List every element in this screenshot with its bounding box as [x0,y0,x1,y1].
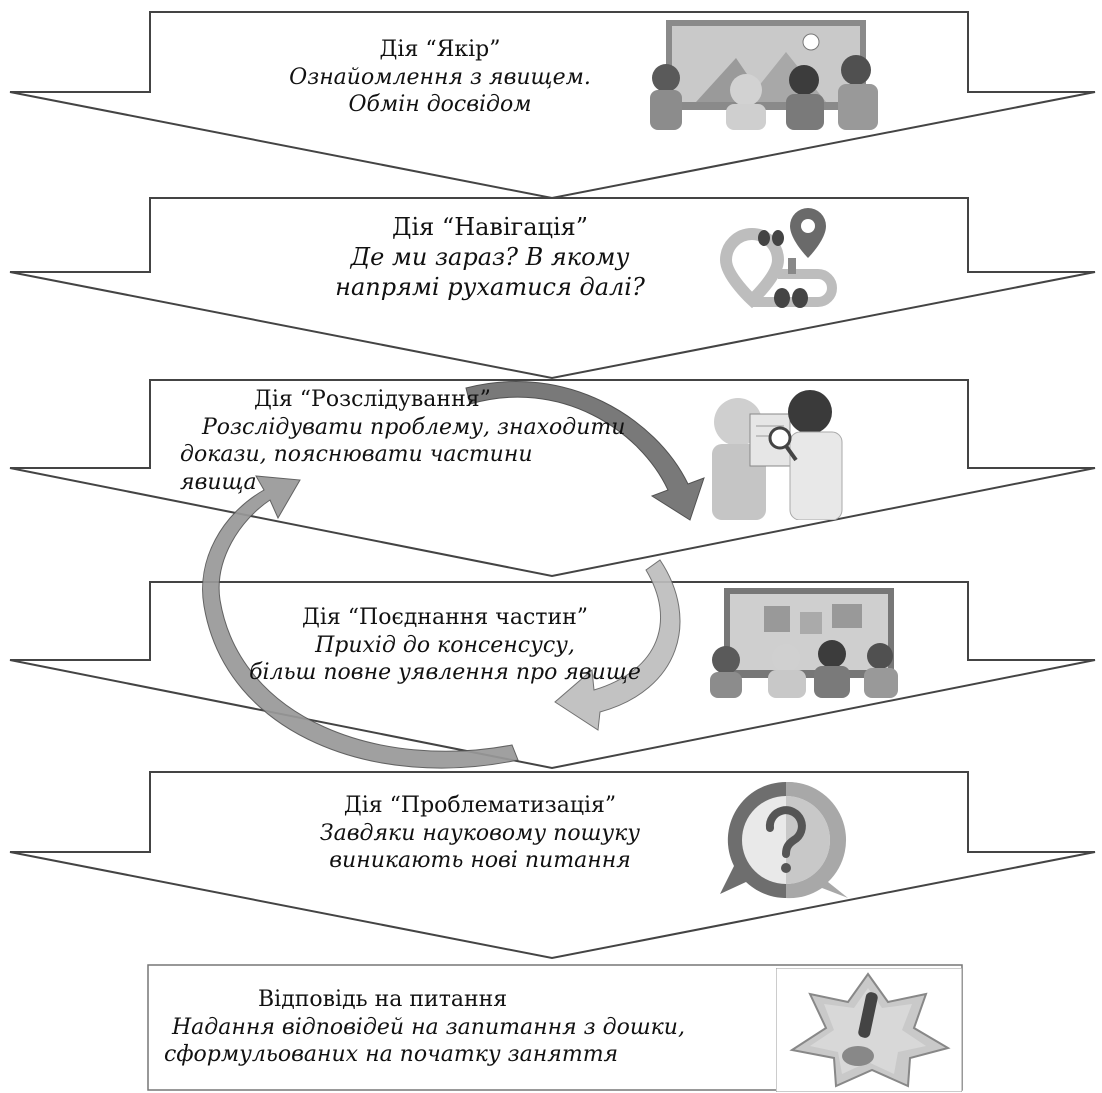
answer-title: Відповідь на питання [258,987,508,1012]
stage-3-line-2: докази, пояснювати частини [180,442,533,467]
stage-4-line-1: Прихід до консенсусу, [315,632,575,658]
stage-2-line-1: Де ми зараз? В якому [350,243,630,271]
stage-1-line-1: Ознайомлення з явищем. [289,64,591,90]
route-map-pin-icon [719,208,837,309]
stage-1-title: Дія “Якір” [379,37,501,62]
stage-3-line-3: явища [180,469,257,495]
cycle-arrows [202,381,705,769]
puzzle-board-icon [710,588,898,698]
answer-line-2: сформульованих на початку заняття [164,1042,619,1067]
star-exclamation-icon [776,968,962,1092]
cycle-arrow-dark [465,381,705,521]
stage-4-title: Дія “Поєднання частин” [301,605,589,630]
stage-5-label: Дія “Проблематизація” Завдяки науковому … [250,792,710,875]
cycle-arrow-mid [202,475,519,769]
stage-1-label: Дія “Якір” Ознайомлення з явищем. Обмін … [250,36,630,119]
stage-4-line-2: більш повне уявлення про явище [249,660,641,685]
stage-2-label: Дія “Навігація” Де ми зараз? В якому нап… [250,212,730,302]
stage-2-line-2: напрямі рухатися далі? [335,273,645,301]
investigation-icon [712,390,843,520]
stage-4-label: Дія “Поєднання частин” Прихід до консенс… [200,604,690,687]
stage-5-line-2: виникають нові питання [329,848,631,873]
cycle-arrow-light [554,559,681,731]
stage-3-label: Дія “Розслідування” Розслідувати проблем… [180,386,700,496]
classroom-icon [650,20,878,130]
stage-3-line-1: Розслідувати проблему, знаходити [202,414,626,440]
answer-label: Відповідь на питання Надання відповідей … [164,986,784,1069]
stage-5-title: Дія “Проблематизація” [343,793,617,818]
answer-line-1: Надання відповідей на запитання з дошки, [172,1014,685,1040]
stage-2-title: Дія “Навігація” [391,213,589,241]
stage-5-line-1: Завдяки науковому пошуку [319,820,641,846]
stage-1-line-2: Обмін досвідом [348,92,532,117]
question-bubble-icon [720,781,848,899]
stage-3-title: Дія “Розслідування” [254,387,491,412]
stage-arrow-2 [9,197,1096,380]
